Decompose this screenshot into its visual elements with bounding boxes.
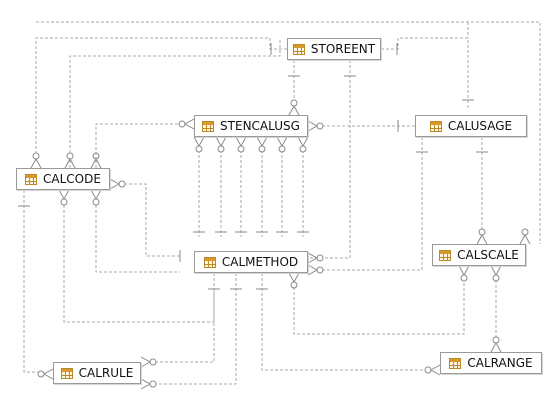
entity-calcode[interactable]: CALCODE bbox=[16, 168, 110, 190]
table-icon bbox=[439, 249, 452, 261]
entity-label: CALUSAGE bbox=[447, 119, 513, 133]
relationship-line bbox=[35, 37, 287, 160]
optional-marker bbox=[149, 358, 157, 366]
relationship-line bbox=[124, 183, 180, 257]
entity-calrule[interactable]: CALRULE bbox=[53, 362, 141, 384]
relationship-line bbox=[95, 123, 180, 160]
many-marker bbox=[429, 364, 441, 376]
relationship-line bbox=[23, 190, 38, 373]
optional-marker bbox=[37, 370, 45, 378]
many-marker bbox=[183, 118, 195, 130]
optional-marker bbox=[178, 120, 186, 128]
optional-marker bbox=[278, 145, 286, 153]
many-marker bbox=[30, 157, 42, 169]
many-marker bbox=[297, 136, 309, 148]
optional-marker bbox=[92, 198, 100, 206]
relationship-line bbox=[381, 37, 469, 108]
optional-marker bbox=[290, 99, 298, 107]
entity-label: CALMETHOD bbox=[221, 255, 299, 269]
many-marker bbox=[288, 272, 300, 284]
many-marker bbox=[235, 136, 247, 148]
relationship-line bbox=[36, 21, 541, 244]
table-icon bbox=[449, 357, 462, 369]
table-icon bbox=[202, 120, 215, 132]
optional-marker bbox=[492, 274, 500, 282]
optional-marker bbox=[60, 198, 68, 206]
optional-marker bbox=[149, 380, 157, 388]
optional-marker bbox=[316, 266, 324, 274]
optional-marker bbox=[521, 228, 529, 236]
table-icon bbox=[25, 173, 38, 185]
table-icon bbox=[292, 43, 305, 55]
many-marker bbox=[490, 265, 502, 277]
relationship-line bbox=[95, 205, 180, 273]
optional-marker bbox=[492, 336, 500, 344]
entity-calmethod[interactable]: CALMETHOD bbox=[194, 251, 308, 273]
entity-calrange[interactable]: CALRANGE bbox=[440, 352, 542, 374]
table-icon bbox=[60, 367, 73, 379]
optional-marker bbox=[316, 122, 324, 130]
entity-calusage[interactable]: CALUSAGE bbox=[415, 115, 527, 137]
relationship-line bbox=[322, 137, 423, 271]
many-marker bbox=[307, 120, 319, 132]
relationship-line bbox=[293, 280, 465, 335]
optional-marker bbox=[316, 254, 324, 262]
many-marker bbox=[256, 136, 268, 148]
many-marker bbox=[58, 189, 70, 201]
many-marker bbox=[490, 341, 502, 353]
many-marker bbox=[476, 233, 488, 245]
relationship-line bbox=[261, 273, 426, 371]
entity-stencalusg[interactable]: STENCALUSG bbox=[194, 115, 308, 137]
many-marker bbox=[458, 265, 470, 277]
many-marker bbox=[140, 378, 152, 390]
optional-marker bbox=[258, 145, 266, 153]
many-marker bbox=[109, 178, 121, 190]
relationship-line bbox=[155, 273, 237, 385]
entity-storeent[interactable]: STOREENT bbox=[287, 38, 381, 60]
many-marker bbox=[307, 264, 319, 276]
optional-marker bbox=[118, 180, 126, 188]
many-marker bbox=[519, 233, 531, 245]
optional-marker bbox=[478, 228, 486, 236]
many-marker bbox=[140, 356, 152, 368]
relationship-line bbox=[308, 60, 351, 259]
many-marker bbox=[276, 136, 288, 148]
optional-marker bbox=[217, 145, 225, 153]
entity-calscale[interactable]: CALSCALE bbox=[432, 244, 526, 266]
table-icon bbox=[429, 120, 442, 132]
optional-marker bbox=[460, 274, 468, 282]
many-marker bbox=[42, 368, 54, 380]
optional-marker bbox=[424, 366, 432, 374]
entity-label: CALRULE bbox=[78, 366, 134, 380]
many-marker bbox=[90, 189, 102, 201]
relationship-line bbox=[155, 273, 215, 363]
entity-label: CALCODE bbox=[43, 172, 101, 186]
optional-marker bbox=[290, 281, 298, 289]
entity-label: CALSCALE bbox=[457, 248, 519, 262]
many-marker bbox=[193, 136, 205, 148]
optional-marker bbox=[299, 145, 307, 153]
entity-label: STOREENT bbox=[310, 42, 376, 56]
entity-label: CALRANGE bbox=[467, 356, 533, 370]
relationship-line bbox=[63, 205, 215, 323]
many-marker bbox=[215, 136, 227, 148]
optional-marker bbox=[237, 145, 245, 153]
optional-marker bbox=[32, 152, 40, 160]
optional-marker bbox=[66, 152, 74, 160]
optional-marker bbox=[195, 145, 203, 153]
relationship-line bbox=[69, 38, 281, 168]
table-icon bbox=[203, 256, 216, 268]
entity-label: STENCALUSG bbox=[220, 119, 300, 133]
